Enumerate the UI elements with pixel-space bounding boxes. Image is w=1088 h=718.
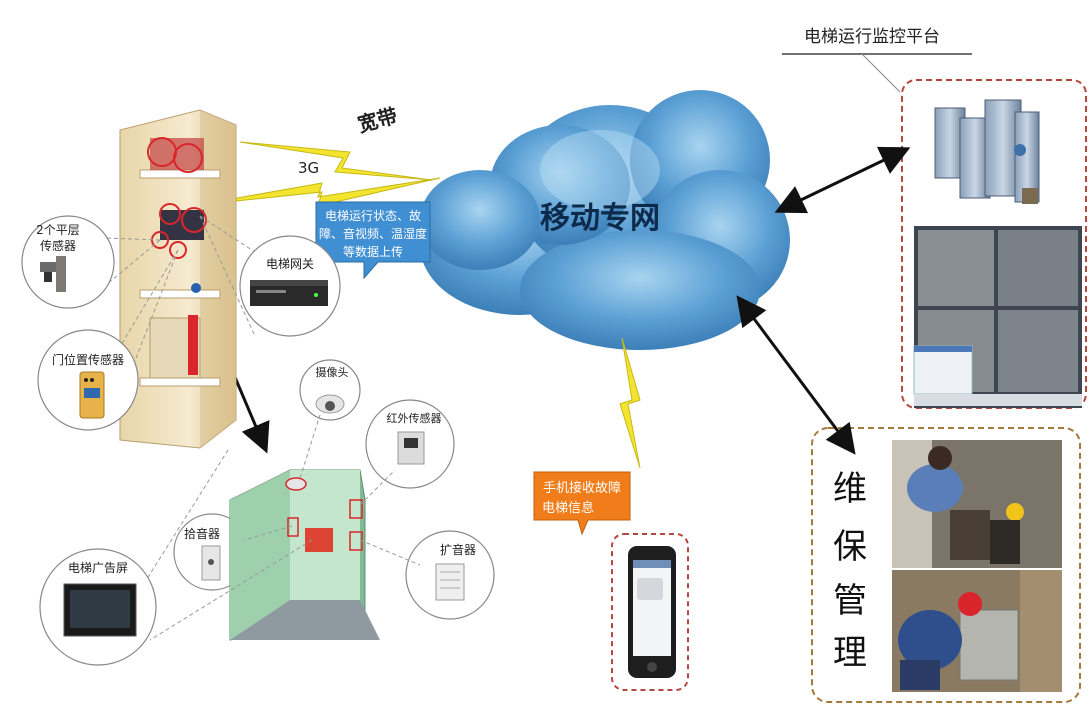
camera-monitor-grid <box>913 226 1082 408</box>
three-g-label: 3G <box>298 159 319 177</box>
monitoring-platform-panel <box>901 79 1087 409</box>
monitor-view-1 <box>918 230 994 306</box>
arrow-cloud-maintenance <box>736 295 856 455</box>
phone-callout: 手机接收故障 电梯信息 <box>533 471 631 536</box>
speaker-bubble: 扩音器 <box>405 530 495 620</box>
server-rack-icon <box>934 99 1040 204</box>
door-sensor-icon <box>79 371 105 419</box>
pickup-label: 拾音器 <box>184 526 220 541</box>
mobile-network-cloud: 移动专网 <box>420 90 790 350</box>
door-sensor-label: 门位置传感器 <box>52 352 124 367</box>
platform-title-group: 电梯运行监控平台 <box>782 27 972 93</box>
monitor-view-4 <box>998 310 1078 392</box>
infrared-label: 红外传感器 <box>387 412 442 425</box>
sensor-mark-2 <box>173 143 203 173</box>
upload-callout: 电梯运行状态、故 障、音视频、温湿度 等数据上传 <box>315 201 431 280</box>
lightning-3g <box>197 177 441 207</box>
speaker-icon <box>435 563 465 601</box>
infrared-bubble: 红外传感器 <box>365 399 455 489</box>
monitor-view-2 <box>998 230 1078 306</box>
elevator-cabin <box>229 469 380 641</box>
maintenance-char-4: 理 <box>833 633 867 673</box>
camera-label: 摄像头 <box>316 365 349 379</box>
maintenance-dashed-border <box>811 427 1081 703</box>
infrared-sensor-icon <box>397 431 425 465</box>
upload-line-1: 电梯运行状态、故 <box>325 208 421 223</box>
platform-title: 电梯运行监控平台 <box>804 27 940 47</box>
speaker-label: 扩音器 <box>440 542 476 557</box>
cloud-label: 移动专网 <box>540 201 660 236</box>
monitor-dialog <box>913 345 973 395</box>
elevator-shaft <box>119 109 237 449</box>
broadband-label: 宽带 <box>355 103 400 137</box>
phone-panel <box>611 533 689 691</box>
ad-screen-bubble: 电梯广告屏 <box>39 548 157 666</box>
lightning-broadband <box>239 141 433 181</box>
maintenance-char-1: 维 <box>833 469 867 509</box>
cabin-connector-lines <box>149 414 421 641</box>
gateway-icon <box>250 280 328 306</box>
door-sensor-bubble: 门位置传感器 <box>37 329 139 431</box>
gateway-bubble: 电梯网关 <box>239 235 341 337</box>
floor-sensor-label-1: 2个平层 <box>36 223 80 237</box>
maintenance-photo-1 <box>892 440 1062 568</box>
upload-line-3: 等数据上传 <box>343 244 403 259</box>
sensor-mark-3 <box>159 203 181 225</box>
phone-dashed-border <box>611 533 689 691</box>
maintenance-char-2: 保 <box>833 527 867 567</box>
phone-callout-line-2: 电梯信息 <box>542 500 594 516</box>
floor-sensor-label-2: 传感器 <box>40 238 76 253</box>
ad-screen-icon <box>63 583 137 637</box>
lightning-phone <box>619 337 641 469</box>
ad-screen-label: 电梯广告屏 <box>68 561 128 575</box>
floor-sensor-icon <box>40 256 66 292</box>
upload-line-2: 障、音视频、温湿度 <box>319 226 427 241</box>
camera-bubble: 摄像头 <box>299 359 361 421</box>
floor-sensor-bubble: 2个平层 传感器 <box>21 215 115 309</box>
arrow-cloud-platform <box>774 146 911 214</box>
sensor-mark-6 <box>169 241 187 259</box>
pickup-icon <box>201 545 221 581</box>
cabin-mark-ir <box>349 499 363 519</box>
cabin-mark-pickup <box>287 517 299 537</box>
maintenance-char-3: 管 <box>833 581 867 621</box>
camera-icon <box>315 394 345 414</box>
gateway-label: 电梯网关 <box>266 257 314 271</box>
phone-callout-line-1: 手机接收故障 <box>543 480 621 496</box>
maintenance-photo-2 <box>892 570 1062 692</box>
maintenance-panel: 维 保 管 理 <box>811 427 1081 703</box>
platform-connector-line <box>861 53 901 93</box>
